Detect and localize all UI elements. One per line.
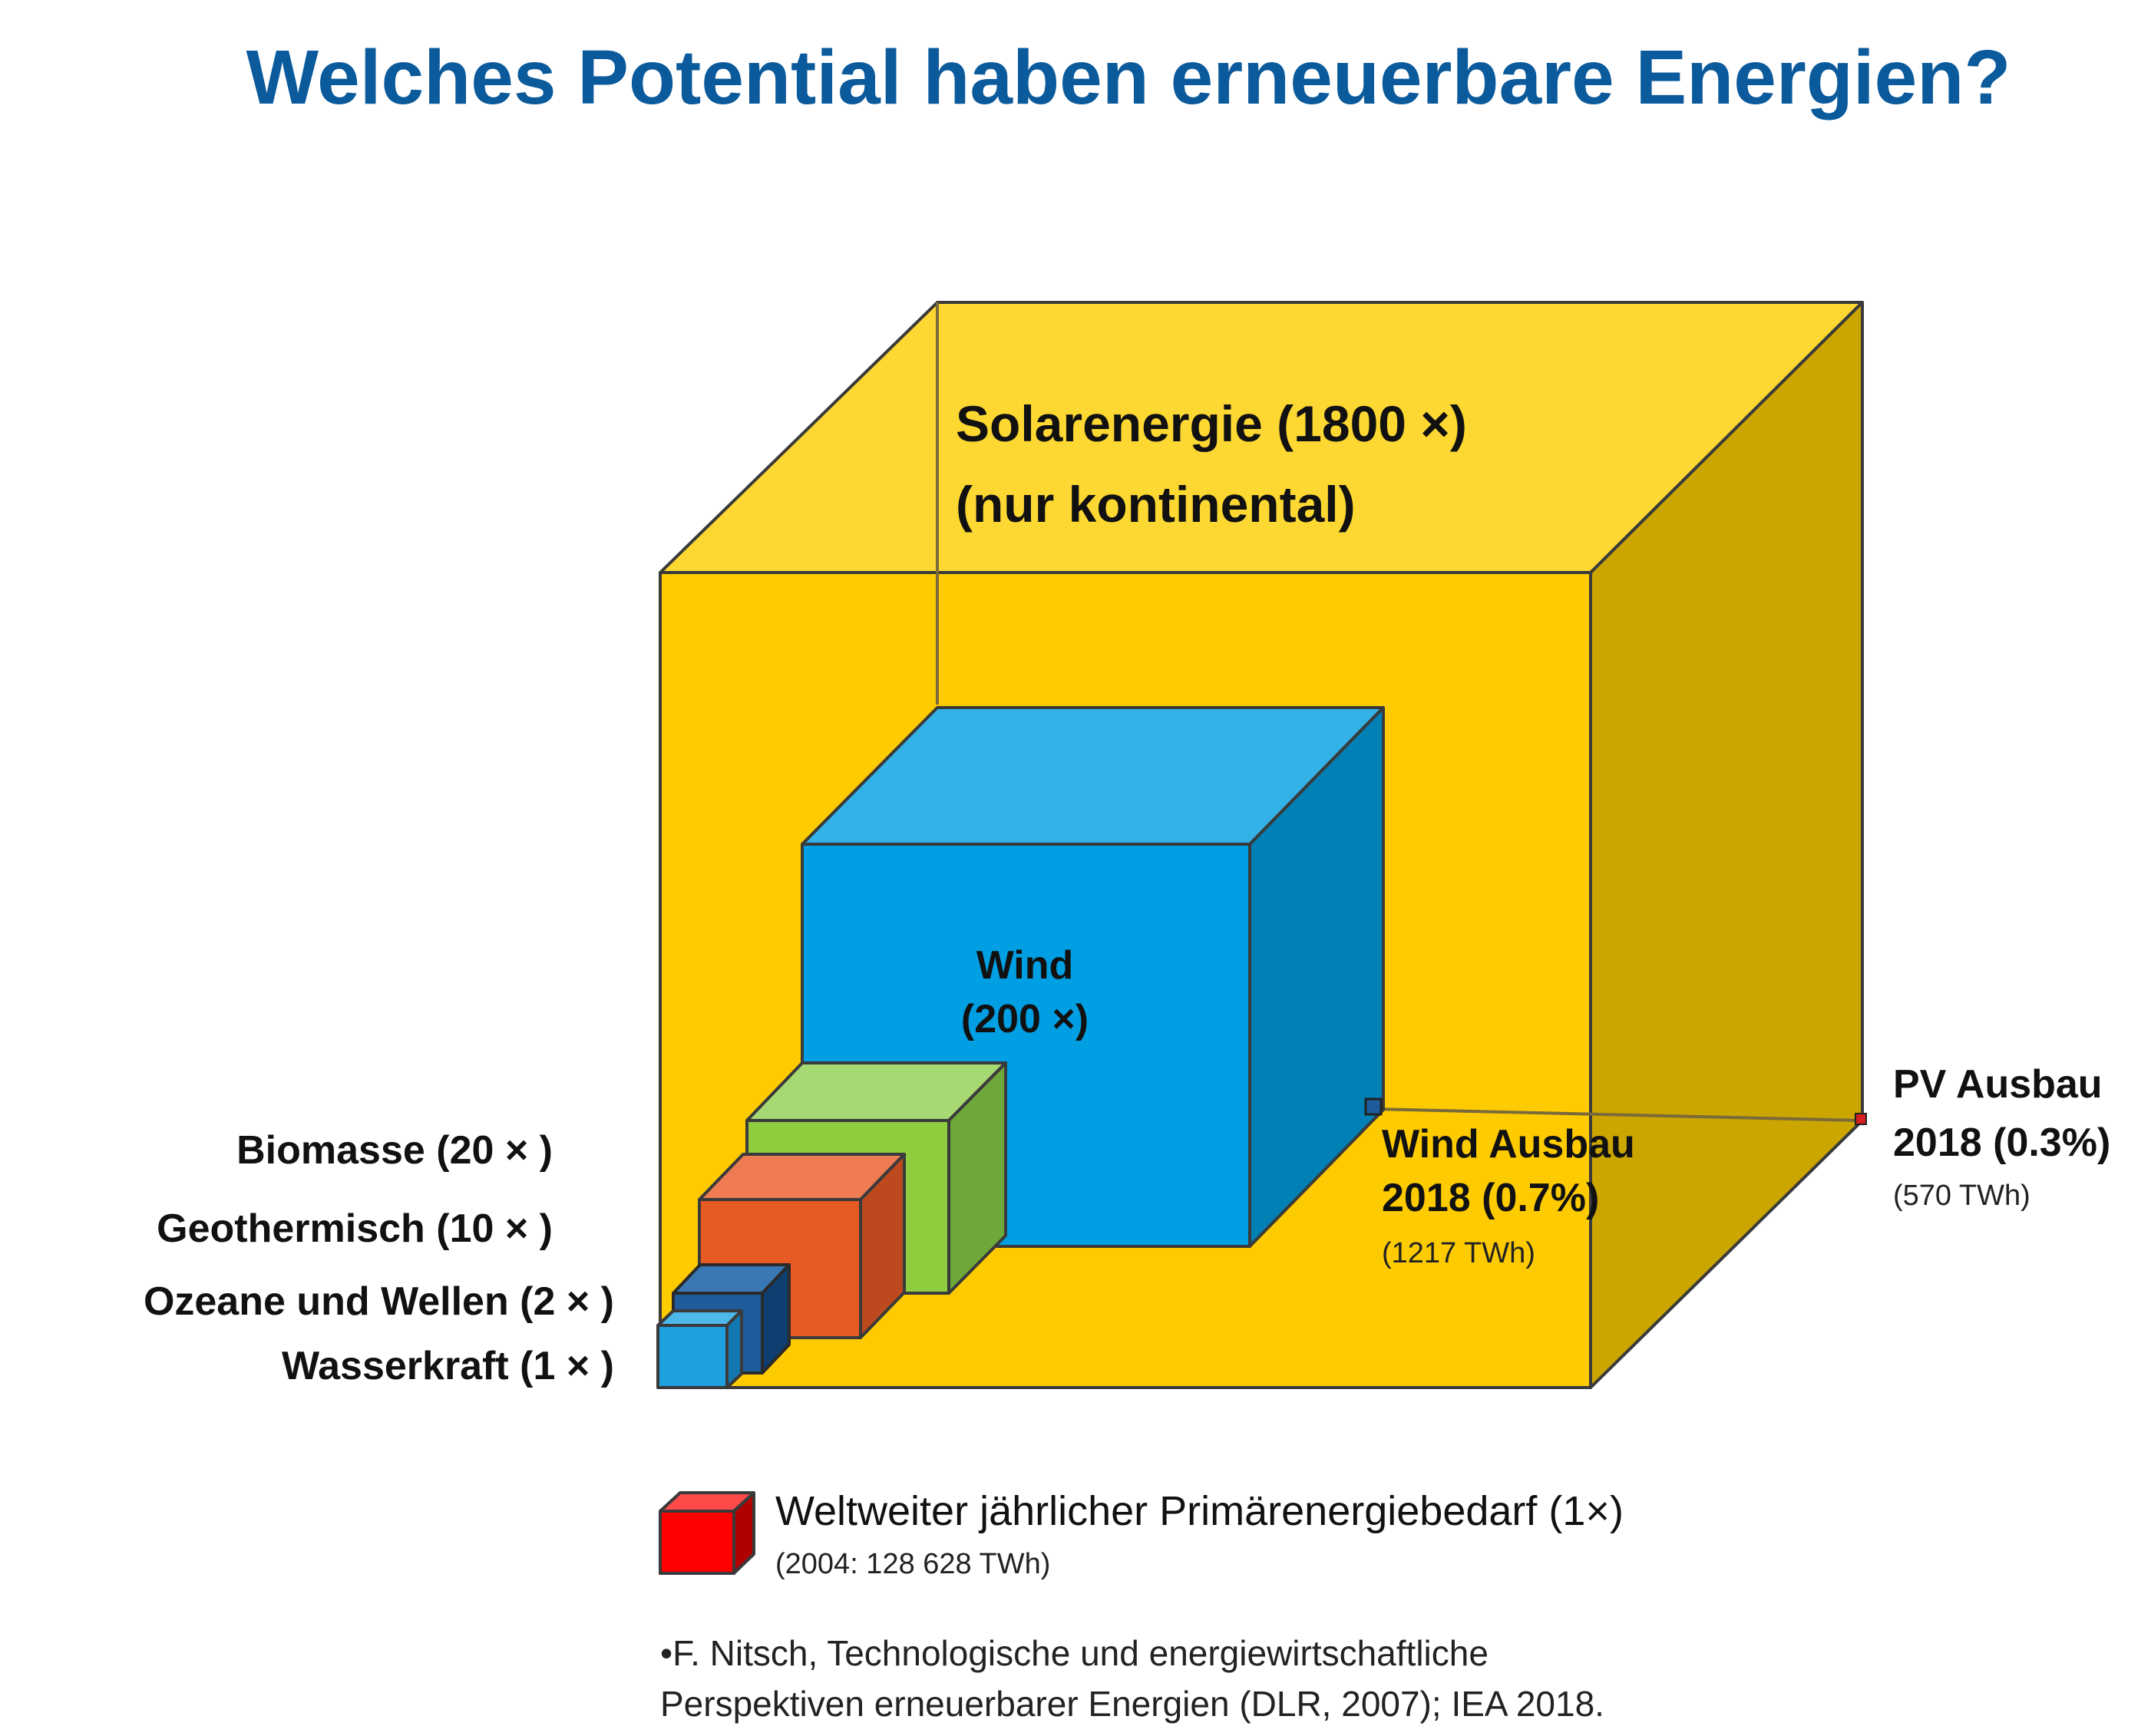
biomasse-label: Biomasse (20 × ) [236,1128,553,1173]
solar-label-line2: (nur kontinental) [956,476,1356,533]
wind-ausbau-marker [1364,1097,1383,1116]
wind-ausbau-line2: 2018 (0.7%) [1382,1176,1599,1220]
wasserkraft-cube [656,1309,743,1389]
pv-ausbau-detail: (570 TWh) [1893,1180,2030,1212]
legend-detail: (2004: 128 628 TWh) [775,1548,1050,1580]
page-title: Welches Potential haben erneuerbare Ener… [246,35,2011,120]
solar-label-line1: Solarenergie (1800 ×) [956,395,1467,452]
pv-ausbau-line1: PV Ausbau [1893,1062,2103,1107]
geothermisch-label: Geothermisch (10 × ) [157,1206,553,1251]
wasserkraft-label: Wasserkraft (1 × ) [282,1344,614,1388]
solar-cube-back-edge-horizontal [1373,1107,1863,1122]
pv-ausbau-marker [1855,1113,1867,1125]
legend-label: Weltweiter jährlicher Primärenergiebedar… [775,1488,1624,1534]
legend-red-cube [659,1491,755,1575]
legend-cube-front-face [659,1510,735,1575]
wasserkraft-cube-side-face [725,1309,743,1389]
wasserkraft-cube-front-face [656,1324,729,1389]
pv-ausbau-line2: 2018 (0.3%) [1893,1120,2110,1165]
ozeane-label: Ozeane und Wellen (2 × ) [144,1279,614,1324]
wind-ausbau-detail: (1217 TWh) [1382,1237,1535,1269]
source-line2: Perspektiven erneuerbarer Energien (DLR,… [660,1684,1604,1724]
source-line1: •F. Nitsch, Technologische und energiewi… [660,1633,1489,1673]
wind-label-line1: Wind [976,943,1074,988]
wind-ausbau-line1: Wind Ausbau [1382,1122,1635,1167]
wind-label-line2: (200 ×) [961,997,1089,1041]
